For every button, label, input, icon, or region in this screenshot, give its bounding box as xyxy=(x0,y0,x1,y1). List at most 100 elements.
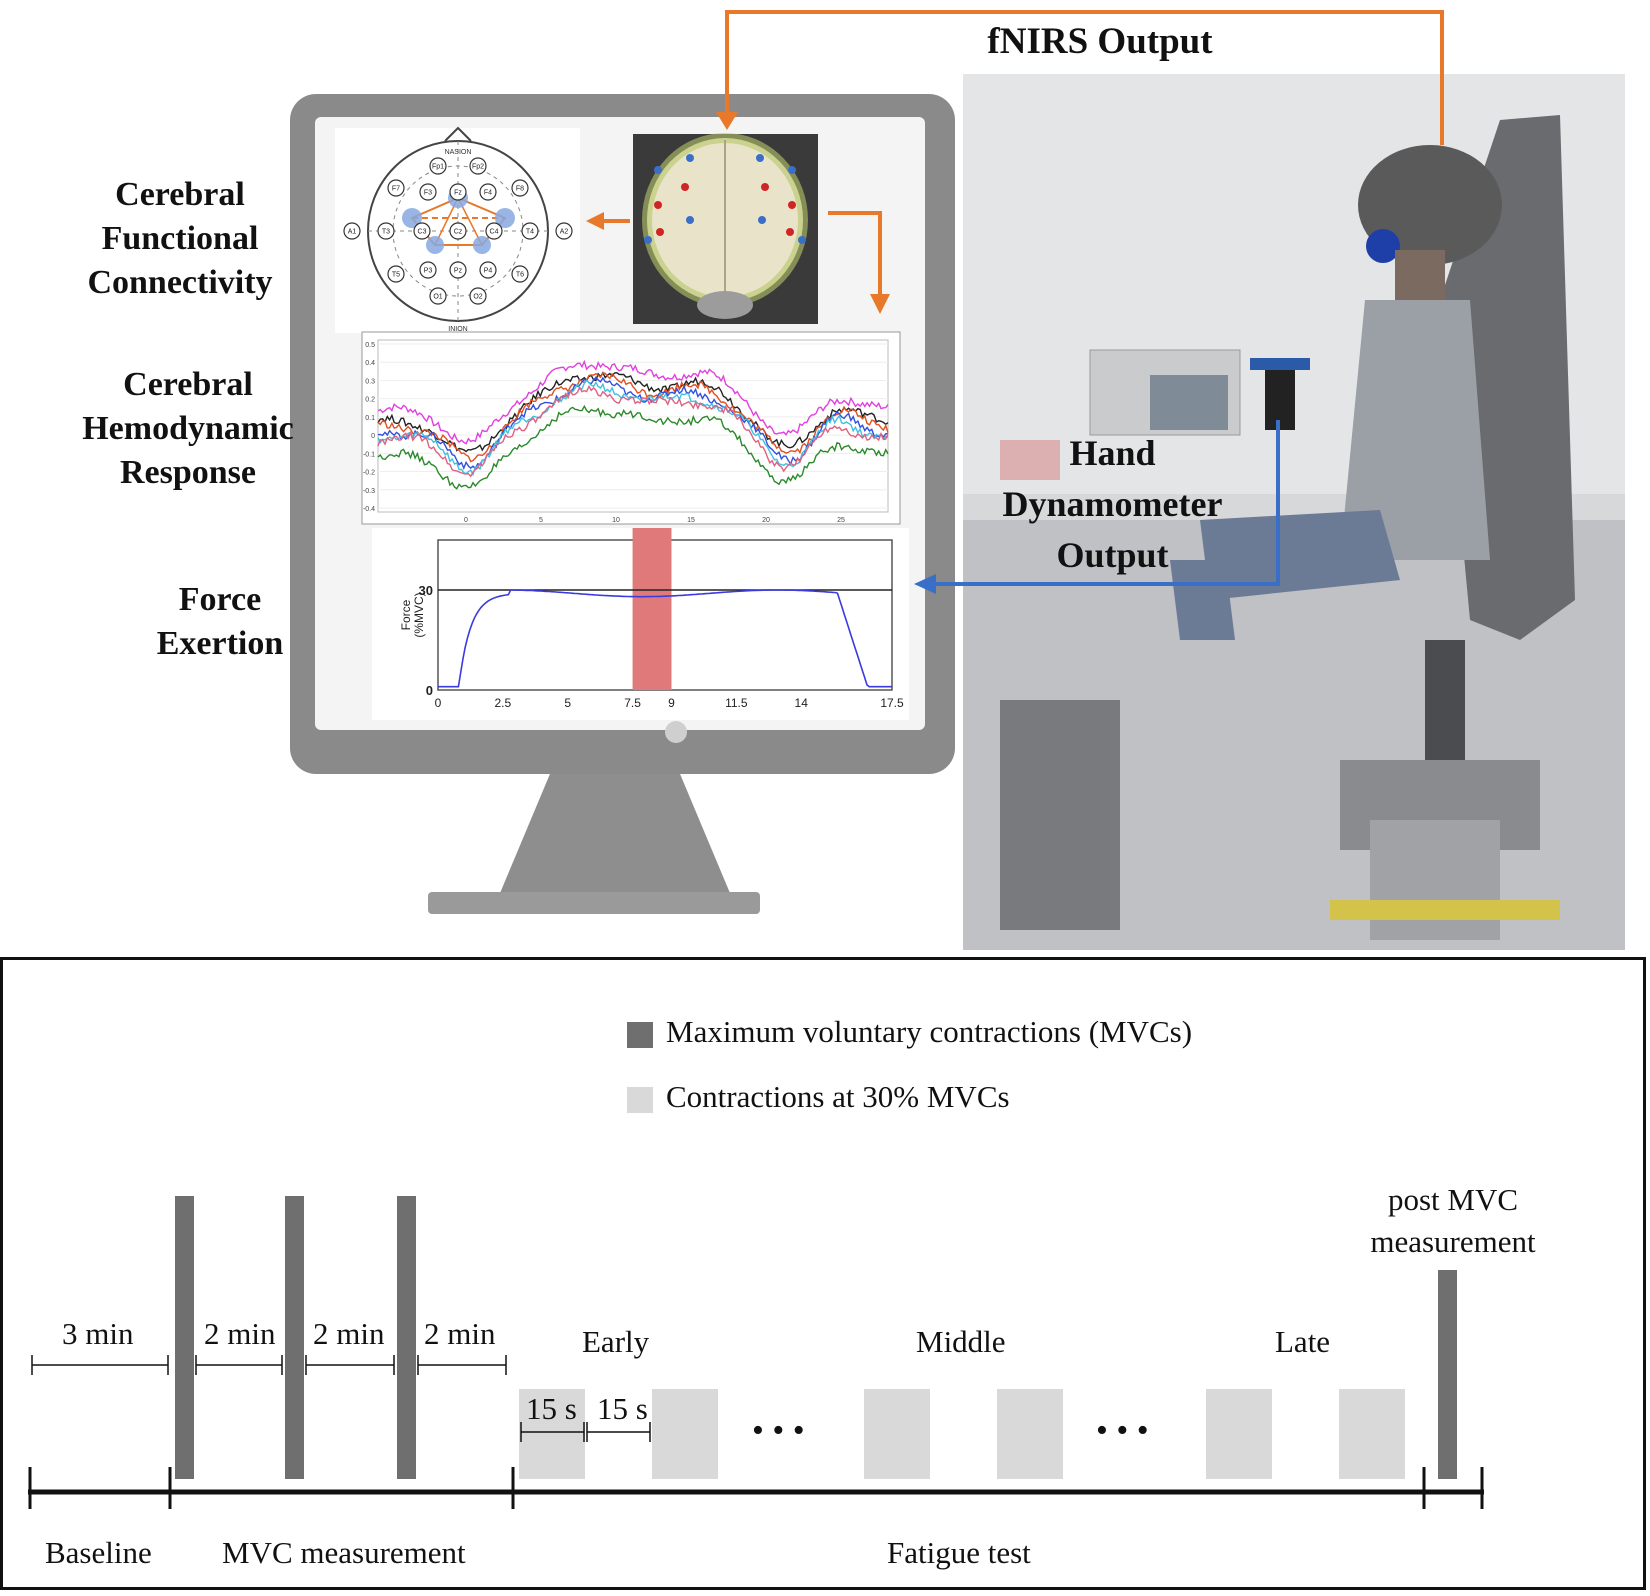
electrode-t3 xyxy=(377,222,395,240)
legend-swatch-mvc xyxy=(627,1022,653,1048)
electrode-label: Fz xyxy=(454,190,462,197)
submax-block xyxy=(997,1389,1063,1479)
submax-block xyxy=(1339,1389,1405,1479)
electrode-f3 xyxy=(419,183,437,201)
electrode-f8 xyxy=(511,179,529,197)
electrode-label: P3 xyxy=(424,268,433,275)
electrode-pz xyxy=(449,261,467,279)
electrode-fp2 xyxy=(469,157,487,175)
electrode-label: F3 xyxy=(424,190,432,197)
hemo-y-tick: 0.4 xyxy=(365,360,375,367)
force-x-tick: 2.5 xyxy=(495,696,512,710)
burst-label-off: 15 s xyxy=(597,1391,648,1426)
hemo-trace xyxy=(377,371,889,453)
hemodynamic-response-label: Cerebral Hemodynamic Response xyxy=(82,366,294,491)
phase-label-early: Early xyxy=(582,1324,650,1359)
submax-block xyxy=(864,1389,930,1479)
lab-photo xyxy=(963,74,1625,950)
hemo-x-tick: 0 xyxy=(464,517,468,524)
hemo-trace xyxy=(377,384,889,478)
post-mvc-bar xyxy=(1438,1270,1457,1479)
brain-to-eeg-arrow xyxy=(586,212,630,230)
electrode-label: A2 xyxy=(560,229,569,236)
nasion-label: NASION xyxy=(445,149,472,156)
electrode-label: T5 xyxy=(392,272,400,279)
force-x-tick: 9 xyxy=(668,696,675,710)
electrode-t6 xyxy=(511,265,529,283)
interval-brackets xyxy=(31,1355,651,1442)
ellipsis-early-middle: • • • xyxy=(752,1412,805,1449)
hemo-y-tick: 0.5 xyxy=(365,342,375,349)
phase-label-middle: Middle xyxy=(916,1324,1006,1359)
force-y-tick: 0 xyxy=(426,683,433,698)
electrode-p4 xyxy=(479,261,497,279)
burst-label-on: 15 s xyxy=(526,1391,577,1426)
electrode-label: A1 xyxy=(348,229,357,236)
fnirs-output-arrow xyxy=(716,10,1444,145)
force-y-tick: 30 xyxy=(419,583,433,598)
hemo-y-tick: 0.1 xyxy=(365,415,375,422)
electrode-label: Fp1 xyxy=(432,164,444,171)
submax-block xyxy=(519,1389,585,1479)
electrode-c3 xyxy=(413,222,431,240)
submax-block xyxy=(1206,1389,1272,1479)
hand-dynamometer-label: Hand Dynamometer Output xyxy=(1002,433,1223,575)
force-y-axis-label: Force(%MVC) xyxy=(399,592,426,637)
section-label-mvc: MVC measurement xyxy=(222,1535,466,1570)
electrode-p3 xyxy=(419,261,437,279)
electrode-fp1 xyxy=(429,157,447,175)
hemo-y-tick: 0 xyxy=(371,433,375,440)
hemo-x-tick: 20 xyxy=(762,517,770,524)
electrode-t4 xyxy=(521,222,539,240)
electrode-label: O1 xyxy=(433,294,442,301)
hemo-x-tick: 5 xyxy=(539,517,543,524)
electrode-label: F4 xyxy=(484,190,492,197)
hemo-y-tick: -0.2 xyxy=(363,470,375,477)
hemo-y-tick: 0.3 xyxy=(365,378,375,385)
hemo-y-tick: -0.4 xyxy=(363,506,375,513)
interval-label-mvc3: 2 min xyxy=(424,1316,496,1351)
hand-dynamometer-arrow xyxy=(914,420,1280,594)
hemo-y-tick: -0.1 xyxy=(363,451,375,458)
electrode-f4 xyxy=(479,183,497,201)
legend-swatch-submax xyxy=(627,1087,653,1113)
hemo-x-tick: 25 xyxy=(837,517,845,524)
electrode-label: C4 xyxy=(490,229,499,236)
fnirs-output-label: fNIRS Output xyxy=(987,21,1213,62)
hemo-trace xyxy=(377,359,889,445)
fnirs-brain-image xyxy=(633,133,818,324)
mvc-bar xyxy=(175,1196,194,1479)
section-label-baseline: Baseline xyxy=(45,1535,152,1570)
analysis-window-band xyxy=(632,528,672,690)
electrode-f7 xyxy=(387,179,405,197)
interval-label-mvc2: 2 min xyxy=(313,1316,385,1351)
hemo-y-tick: 0.2 xyxy=(365,397,375,404)
electrode-label: O2 xyxy=(473,294,482,301)
timeline-graphic xyxy=(28,1196,1484,1509)
force-x-tick: 5 xyxy=(564,696,571,710)
hemo-y-tick: -0.3 xyxy=(363,488,375,495)
electrode-label: F8 xyxy=(516,186,524,193)
hemo-x-tick: 10 xyxy=(612,517,620,524)
inion-label: INION xyxy=(448,326,467,333)
mvc-bar xyxy=(285,1196,304,1479)
electrode-label: T3 xyxy=(382,229,390,236)
electrode-label: P4 xyxy=(484,268,493,275)
force-x-tick: 14 xyxy=(795,696,809,710)
legend-label-mvc: Maximum voluntary contractions (MVCs) xyxy=(666,1014,1193,1049)
mvc-bar xyxy=(397,1196,416,1479)
electrode-label: T4 xyxy=(526,229,534,236)
functional-connectivity-label: Cerebral Functional Connectivity xyxy=(87,176,273,301)
electrode-o1 xyxy=(429,287,447,305)
force-x-tick: 0 xyxy=(435,696,442,710)
section-label-fatigue: Fatigue test xyxy=(887,1535,1031,1570)
electrode-t5 xyxy=(387,265,405,283)
force-x-tick: 17.5 xyxy=(880,696,904,710)
submax-block xyxy=(652,1389,718,1479)
brain-to-hemo-arrow xyxy=(828,211,890,314)
electrode-c4 xyxy=(485,222,503,240)
electrode-cz xyxy=(449,222,467,240)
